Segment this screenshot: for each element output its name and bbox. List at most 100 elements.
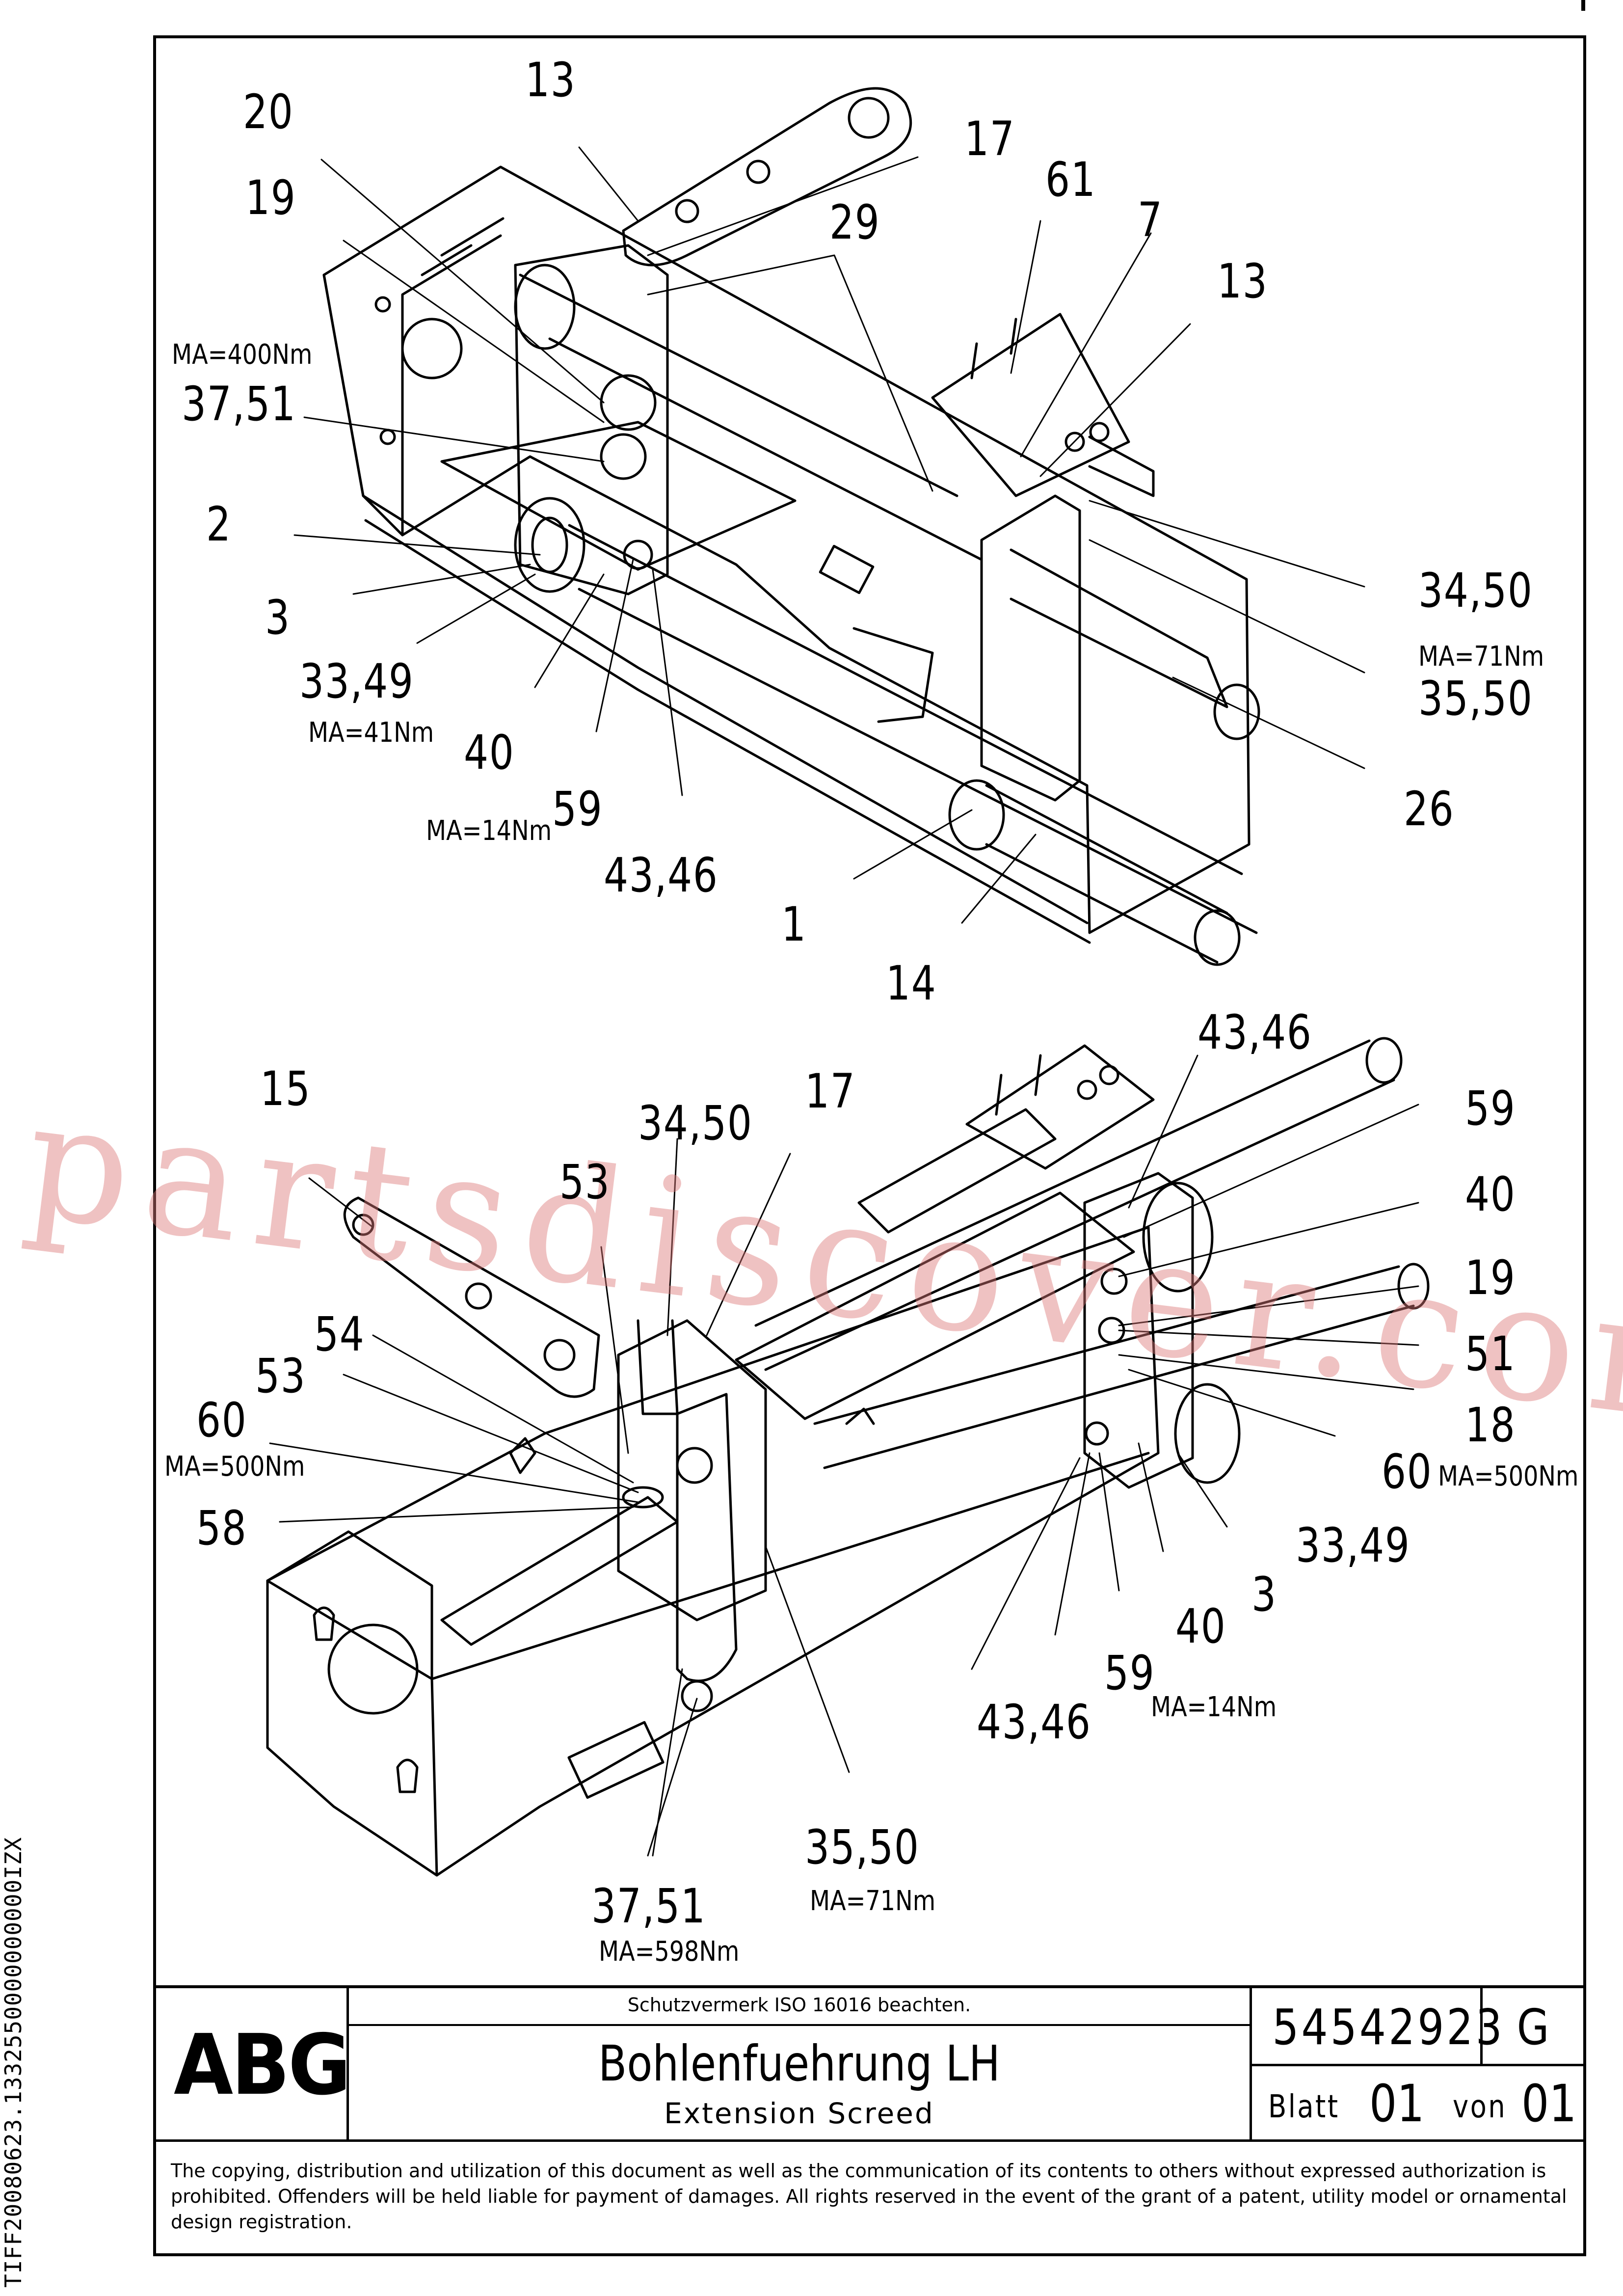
callout-c-b-54: 54 xyxy=(314,1307,365,1362)
callout-c-b-17: 17 xyxy=(805,1064,856,1119)
callout-t-t-41: MA=41Nm xyxy=(308,717,434,749)
callout-c-t-61: 61 xyxy=(1045,152,1096,207)
top-assembly xyxy=(293,87,1365,966)
bottom-mounting-plate xyxy=(965,1044,1155,1170)
callout-c-b-19: 19 xyxy=(1465,1250,1516,1305)
callout-c-b-3450: 34,50 xyxy=(638,1096,753,1151)
archive-code: TIFF20080623.1332550000000000IZX xyxy=(0,1837,27,2288)
drawing-title-german: Bohlenfuehrung LH xyxy=(598,2035,1000,2092)
callout-c-t-7: 7 xyxy=(1138,192,1163,247)
top-right-shaft-end xyxy=(1213,683,1260,740)
bottom-front-shaft xyxy=(813,1265,1415,1469)
callout-t-b-598: MA=598Nm xyxy=(599,1936,740,1968)
bottom-frame-floor xyxy=(735,1191,1135,1420)
exploded-view-drawing xyxy=(266,87,1430,1877)
top-arm-hole xyxy=(848,97,890,139)
top-lower-shaft xyxy=(568,524,1258,934)
callout-c-b-40a: 40 xyxy=(1465,1167,1516,1222)
callout-c-t-3751: 37,51 xyxy=(182,377,296,432)
title-block-divider-1 xyxy=(346,1985,349,2139)
callout-c-b-3: 3 xyxy=(1251,1567,1277,1622)
bottom-right-flange-bottom xyxy=(1174,1383,1241,1484)
callout-c-t-3550: 35,50 xyxy=(1418,671,1533,726)
callout-c-b-3550: 35,50 xyxy=(805,1820,920,1875)
bottom-vertical-link xyxy=(676,1393,738,1682)
callout-c-t-13a: 13 xyxy=(525,53,576,108)
callout-c-b-40b: 40 xyxy=(1175,1599,1226,1654)
callout-c-b-53b: 53 xyxy=(255,1349,306,1404)
top-front-flange xyxy=(948,779,1005,851)
title-block-divider-2 xyxy=(1250,1985,1252,2139)
copyright-notice: The copying, distribution and utilizatio… xyxy=(171,2160,1567,2233)
top-mounting-plate xyxy=(931,313,1130,497)
bottom-right-bearing xyxy=(1083,1172,1194,1489)
bottom-keyholes xyxy=(313,1606,419,1793)
callout-t-t-400: MA=400Nm xyxy=(172,339,313,371)
callout-c-t-20: 20 xyxy=(243,84,294,139)
callout-c-b-51: 51 xyxy=(1465,1326,1516,1381)
callout-c-t-3449: 33,49 xyxy=(299,654,414,709)
callout-t-b-500b: MA=500Nm xyxy=(1438,1460,1579,1492)
title-block-notice-rule xyxy=(349,2024,1250,2026)
drawing-number: 54542923 xyxy=(1272,1999,1505,2056)
revision-letter: G xyxy=(1517,1999,1549,2056)
callout-c-t-19: 19 xyxy=(245,170,296,225)
callout-t-t-71: MA=71Nm xyxy=(1418,641,1544,673)
callout-c-t-13b: 13 xyxy=(1217,254,1268,309)
corner-mark xyxy=(1581,0,1585,11)
callout-t-t-14: MA=14Nm xyxy=(426,815,552,847)
top-front-shaft xyxy=(985,784,1228,964)
callout-c-t-26: 26 xyxy=(1404,782,1455,837)
sheet-frame xyxy=(153,35,1586,2256)
bottom-bearing-block xyxy=(617,1319,767,1621)
bottom-pivot-arm xyxy=(343,1196,600,1398)
callout-t-b-500a: MA=500Nm xyxy=(164,1451,305,1483)
bottom-bolt-column xyxy=(637,1319,679,1415)
callout-c-b-59b: 59 xyxy=(1104,1646,1155,1701)
bottom-end-plate xyxy=(266,1530,433,1680)
sheet-info: Blatt 01 von 01 xyxy=(1255,2076,1583,2130)
callout-c-b-3751: 37,51 xyxy=(591,1879,706,1934)
bottom-rear-shaft xyxy=(754,1039,1395,1371)
top-front-shaft-end xyxy=(1194,909,1241,966)
callout-c-b-4346a: 43,46 xyxy=(1197,1005,1312,1060)
callout-t-b-14: MA=14Nm xyxy=(1151,1691,1277,1723)
top-studs xyxy=(970,318,1017,379)
title-block-bottom-rule xyxy=(156,2139,1583,2142)
callout-c-b-4346b: 43,46 xyxy=(977,1695,1091,1750)
of-label: von xyxy=(1453,2089,1507,2125)
title-block-divider-3 xyxy=(1480,1985,1483,2064)
callout-c-t-2: 2 xyxy=(206,497,232,552)
bottom-rear-shaft-end xyxy=(1365,1037,1403,1084)
callout-c-b-58: 58 xyxy=(196,1501,247,1556)
title-block: ABG Schutzvermerk ISO 16016 beachten. Bo… xyxy=(156,1985,1583,2253)
top-frame-slot xyxy=(852,627,934,723)
title-block-number-rule xyxy=(1250,2064,1583,2066)
bottom-frame-large-hole xyxy=(327,1623,419,1715)
callout-c-t-59: 59 xyxy=(552,782,603,837)
top-pivot-arm xyxy=(622,87,912,267)
bottom-frame-window xyxy=(567,1721,665,1799)
callout-c-b-18: 18 xyxy=(1465,1398,1516,1453)
top-frame-inner-floor xyxy=(440,421,797,571)
callout-c-b-3349: 33,49 xyxy=(1296,1518,1410,1573)
top-upper-shaft-flange xyxy=(514,264,576,350)
top-frame-hole xyxy=(401,318,463,379)
top-upper-shaft xyxy=(519,273,983,561)
top-lower-flange xyxy=(514,497,585,593)
callout-c-t-17: 17 xyxy=(964,111,1015,166)
callout-c-t-3450: 34,50 xyxy=(1418,563,1533,618)
drawing-title-english: Extension Screed xyxy=(664,2097,934,2130)
callout-c-b-60b: 60 xyxy=(1382,1444,1433,1499)
total-sheets: 01 xyxy=(1521,2074,1577,2134)
bottom-assembly xyxy=(266,1037,1430,1877)
bottom-frame-body xyxy=(266,1226,1160,1877)
callout-c-b-15: 15 xyxy=(260,1061,311,1116)
callout-c-t-1: 1 xyxy=(781,897,807,952)
top-frame-end-plate xyxy=(322,234,502,537)
bottom-leader-lines xyxy=(269,1054,1419,1857)
bottom-studs xyxy=(995,1054,1042,1116)
callout-c-t-3: 3 xyxy=(265,590,291,645)
sheet-label: Blatt xyxy=(1268,2089,1340,2125)
